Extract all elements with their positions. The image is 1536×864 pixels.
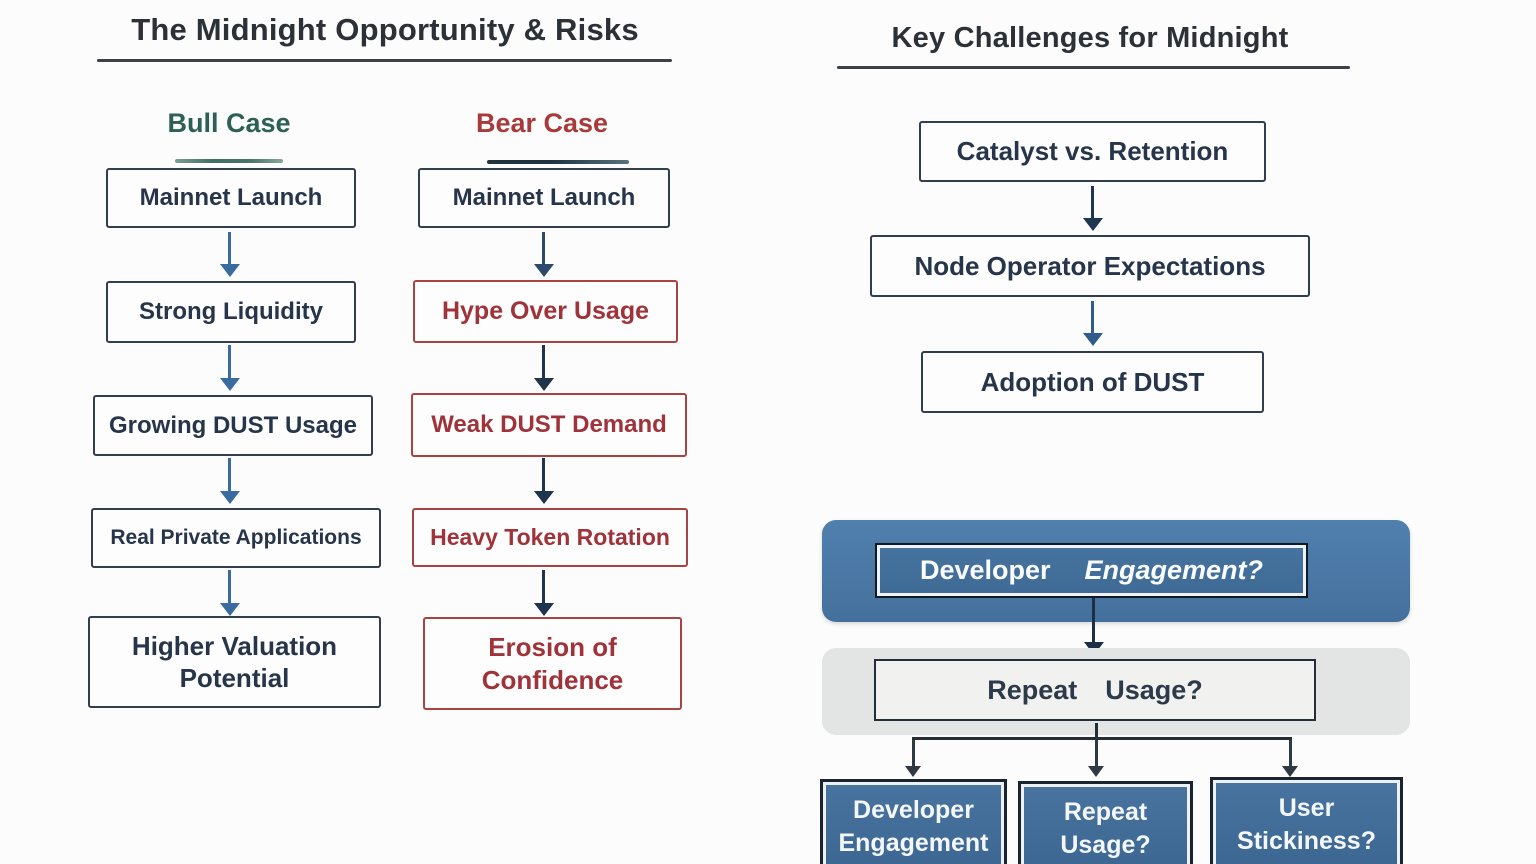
bear-arrow-4 xyxy=(542,570,545,603)
challenge-catalyst-vs-retention: Catalyst vs. Retention xyxy=(919,121,1266,182)
challenge-arrow-2 xyxy=(1091,301,1094,333)
outcome3-line1: User xyxy=(1278,794,1335,822)
outcome2-line2: Usage? xyxy=(1060,830,1151,859)
bull-arrow-2 xyxy=(228,345,231,378)
bear-step-erosion-of-confidence: Erosion of Confidence xyxy=(423,617,682,710)
bear-heading-swoosh xyxy=(487,160,629,164)
left-panel-title: The Midnight Opportunity & Risks xyxy=(131,12,639,47)
outcome2-line1: Repeat xyxy=(1063,798,1148,826)
bear-step-heavy-token-rotation: Heavy Token Rotation xyxy=(412,508,688,567)
outcome-repeat-usage: Repeat Usage? xyxy=(1018,781,1193,864)
bull-arrow-4 xyxy=(228,570,231,603)
bull-heading-swoosh xyxy=(175,159,283,163)
bear-case-heading: Bear Case xyxy=(475,108,609,138)
developer-engagement-question-box: Developer Engagement? xyxy=(875,543,1308,598)
branch-arrow-3 xyxy=(1289,740,1292,766)
bull-step-strong-liquidity: Strong Liquidity xyxy=(106,281,356,343)
bull-arrow-1 xyxy=(228,232,231,264)
bear-arrow-2 xyxy=(542,345,545,378)
bear-step-mainnet-launch: Mainnet Launch xyxy=(418,168,670,228)
right-title-underline xyxy=(837,66,1350,69)
bull-arrow-3 xyxy=(228,458,231,491)
challenge-node-operator-expectations: Node Operator Expectations xyxy=(870,235,1310,297)
bull-step-real-private-applications: Real Private Applications xyxy=(91,508,381,568)
left-title-underline xyxy=(97,59,672,62)
outcome1-line1: Developer xyxy=(853,796,974,824)
branch-arrow-2 xyxy=(1095,740,1098,766)
funnel-arrow xyxy=(1092,598,1095,642)
bull-step-mainnet-launch: Mainnet Launch xyxy=(106,168,356,228)
bear-arrow-1 xyxy=(542,232,545,264)
repeat-usage-question-box: Repeat Usage? xyxy=(874,659,1316,721)
challenge-arrow-1 xyxy=(1091,186,1094,218)
outcome-user-stickiness: User Stickiness? xyxy=(1210,777,1403,864)
branch-arrow-1 xyxy=(912,740,915,766)
bear-step-weak-dust-demand: Weak DUST Demand xyxy=(411,393,687,457)
right-panel-title: Key Challenges for Midnight xyxy=(891,22,1289,54)
outcome-developer-engagement: Developer Engagement xyxy=(820,779,1007,864)
challenge-adoption-of-dust: Adoption of DUST xyxy=(921,351,1264,413)
question1-word1: Developer xyxy=(919,555,1051,585)
bull-step-growing-dust-usage: Growing DUST Usage xyxy=(93,395,373,456)
branch-stub xyxy=(1095,723,1098,739)
outcome3-line2: Stickiness? xyxy=(1237,826,1376,855)
bull-step-higher-valuation-potential: Higher Valuation Potential xyxy=(88,616,381,708)
bear-arrow-3 xyxy=(542,458,545,491)
question1-word2: Engagement? xyxy=(1084,555,1264,585)
bull-case-heading: Bull Case xyxy=(167,108,291,138)
question2-word2: Usage? xyxy=(1105,674,1203,705)
branch-horizontal-line xyxy=(912,737,1292,740)
bear-step-hype-over-usage: Hype Over Usage xyxy=(413,280,678,343)
question2-word1: Repeat xyxy=(987,674,1078,705)
outcome1-line2: Engagement xyxy=(838,828,989,857)
